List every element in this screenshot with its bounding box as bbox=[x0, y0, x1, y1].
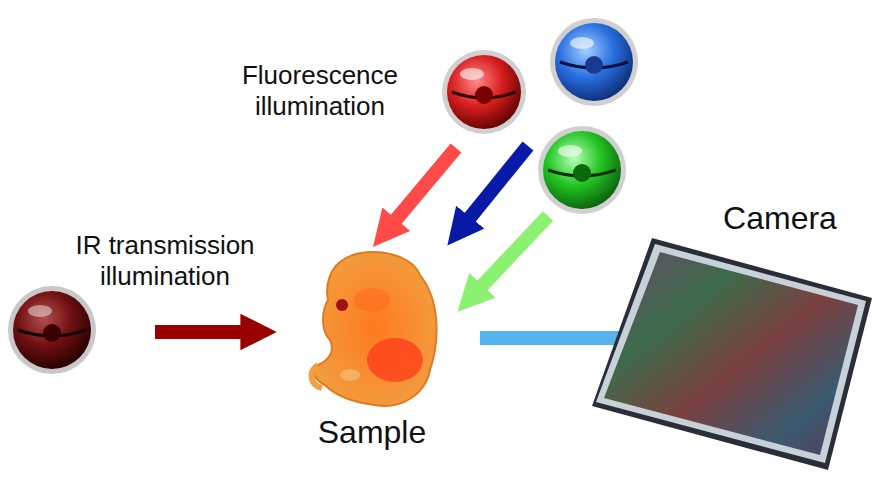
blue-led bbox=[550, 18, 638, 106]
green-arrow bbox=[480, 216, 548, 288]
ir-arrow bbox=[155, 325, 244, 339]
ir-led bbox=[8, 286, 96, 374]
camera-sensor bbox=[592, 238, 872, 470]
red-led bbox=[442, 50, 526, 134]
green-led bbox=[538, 126, 626, 214]
label: Fluorescence illumination bbox=[220, 60, 420, 121]
embryo bbox=[312, 252, 437, 406]
label: Sample bbox=[307, 414, 437, 452]
label: Camera bbox=[700, 200, 860, 238]
blue-arrow bbox=[468, 146, 528, 220]
red-arrow bbox=[394, 148, 456, 222]
label: IR transmission illumination bbox=[50, 230, 280, 291]
